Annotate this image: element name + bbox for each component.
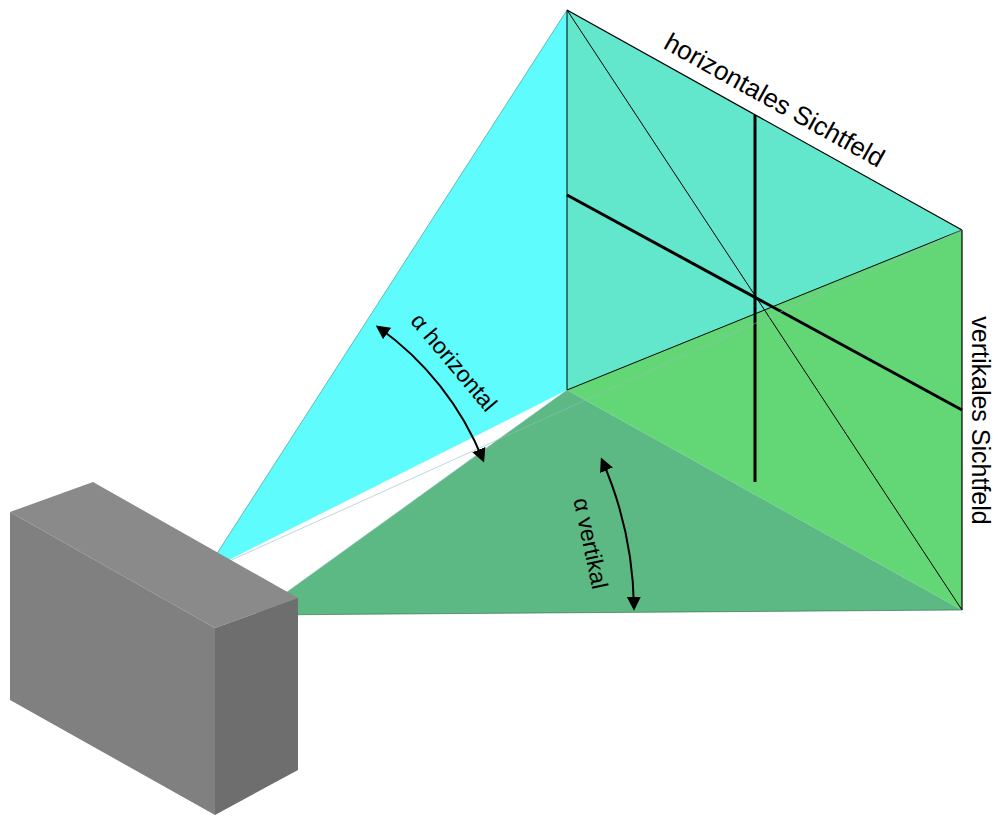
angle-label: α horizontal	[407, 309, 501, 415]
center-cross	[567, 195, 962, 410]
edge	[567, 10, 962, 230]
edge	[255, 390, 567, 615]
angle-label: α vertikal	[569, 495, 611, 590]
camera-front	[10, 512, 215, 815]
field-label: horizontales Sichtfeld	[661, 29, 890, 172]
diagonal	[567, 10, 962, 610]
camera-side	[215, 598, 298, 815]
edge	[567, 10, 568, 390]
edge	[205, 10, 567, 572]
diagonal	[567, 230, 962, 390]
field-label: vertikales Sichtfeld	[968, 316, 993, 524]
vertical-face	[255, 390, 962, 615]
edge	[255, 610, 962, 615]
frustum-edges	[205, 10, 962, 615]
edge	[961, 230, 962, 610]
